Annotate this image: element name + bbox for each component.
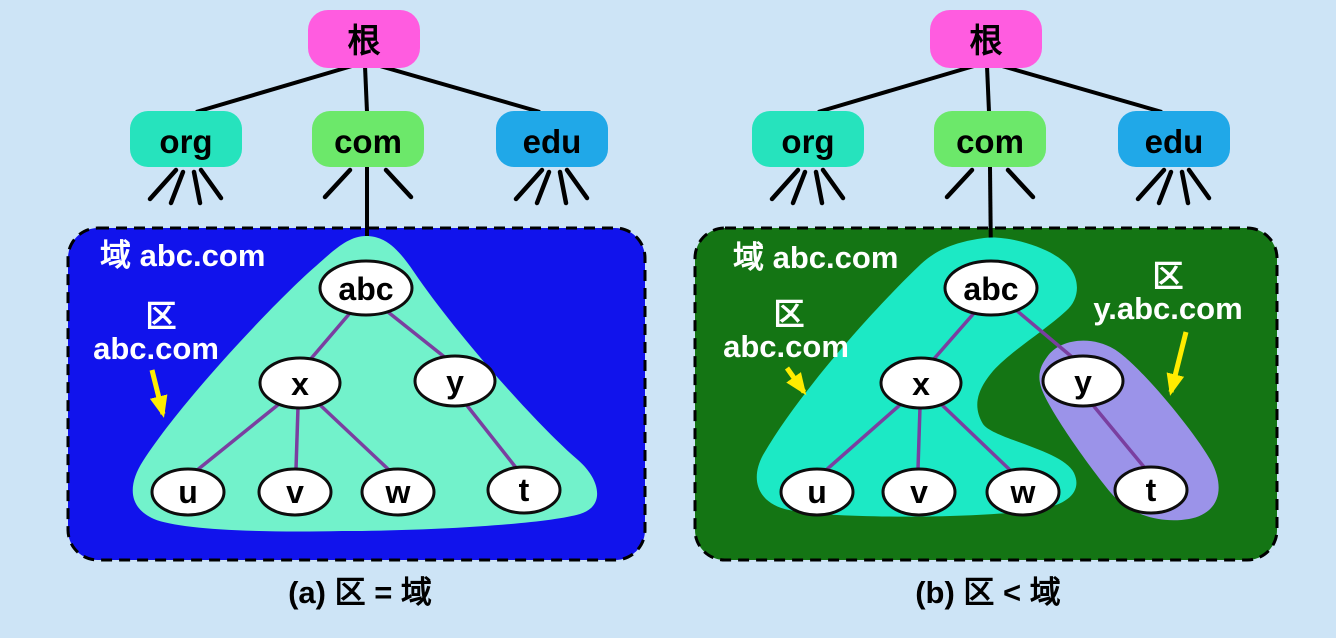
org-node-a — [130, 111, 242, 167]
edu-subtree-strokes-b — [1135, 167, 1212, 206]
com-subtree-strokes-a — [322, 167, 414, 200]
com-node-label-a: com — [334, 123, 402, 160]
panel-b: 根 org com edu abc x y u v w — [693, 10, 1279, 610]
org-node-label-a: org — [159, 123, 212, 160]
edu-node-a — [496, 111, 608, 167]
node-t-b — [1113, 465, 1189, 515]
com-node-a — [312, 111, 424, 167]
node-y-b — [1041, 354, 1125, 408]
caption-a: (a) 区 = 域 — [288, 575, 432, 610]
node-label-x-b: x — [912, 366, 930, 402]
node-abc-b — [943, 259, 1039, 317]
edge-y-t-a — [463, 401, 519, 471]
root-node-a — [308, 10, 420, 68]
zone-label-bottom-a: abc.com — [93, 331, 219, 366]
node-v-b — [881, 467, 957, 517]
node-x-a — [258, 356, 342, 410]
root-node-label-b: 根 — [970, 22, 1003, 59]
edge-abc-y-b — [1014, 308, 1074, 359]
caption-b: (b) 区 < 域 — [915, 575, 1061, 610]
edge-abc-x-b — [931, 310, 977, 362]
edu-subtree-strokes-a — [513, 167, 590, 206]
edge-root-edu-a — [379, 64, 541, 114]
node-label-v-a: v — [286, 474, 304, 510]
node-label-t-a: t — [519, 472, 530, 508]
com-subtree-strokes-b — [944, 167, 1036, 200]
node-y-a — [413, 354, 497, 408]
node-u-b — [779, 467, 855, 517]
org-node-b — [752, 111, 864, 167]
root-node-b — [930, 10, 1042, 68]
com-node-b — [934, 111, 1046, 167]
node-label-x-a: x — [291, 366, 309, 402]
zone-blob-abc-a — [132, 236, 598, 532]
com-node-label-b: com — [956, 123, 1024, 160]
org-node-label-b: org — [781, 123, 834, 160]
zone-y-label-top-b: 区 — [1153, 259, 1184, 294]
domain-label-b: 域 abc.com — [733, 240, 898, 275]
zone-abc-arrow-b — [784, 366, 807, 396]
node-v-a — [257, 467, 333, 517]
node-t-a — [486, 465, 562, 515]
edge-abc-y-a — [386, 310, 449, 361]
node-label-abc-b: abc — [963, 271, 1018, 307]
node-u-a — [150, 467, 226, 517]
edge-x-w-b — [939, 402, 1012, 472]
edge-x-u-a — [194, 402, 281, 473]
edu-node-b — [1118, 111, 1230, 167]
edge-root-org-a — [195, 64, 353, 114]
node-label-w-b: w — [1010, 474, 1036, 510]
zone-y-arrow-b — [1166, 331, 1189, 396]
node-label-u-b: u — [807, 474, 827, 510]
zone-abc-label-top-b: 区 — [774, 297, 805, 332]
panel-a: 根 org com edu abc x y u v w t — [66, 10, 647, 610]
org-subtree-strokes-a — [147, 167, 224, 206]
zone-label-top-a: 区 — [146, 299, 177, 334]
edu-node-label-a: edu — [523, 123, 582, 160]
node-label-y-b: y — [1074, 364, 1092, 400]
zone-abc-label-bottom-b: abc.com — [723, 329, 849, 364]
zone-y-label-bottom-b: y.abc.com — [1093, 291, 1242, 326]
edge-x-v-b — [916, 406, 922, 470]
edge-x-u-b — [823, 402, 903, 473]
node-label-w-a: w — [385, 474, 411, 510]
edge-root-com-a — [363, 65, 369, 113]
node-abc-a — [318, 259, 414, 317]
node-label-v-b: v — [910, 474, 928, 510]
node-label-abc-a: abc — [338, 271, 393, 307]
node-w-b — [985, 467, 1061, 517]
domain-label-a: 域 abc.com — [100, 238, 265, 273]
org-subtree-strokes-b — [769, 167, 846, 206]
node-x-b — [879, 356, 963, 410]
edge-x-w-a — [317, 402, 391, 472]
edge-y-t-b — [1090, 402, 1146, 469]
node-label-u-a: u — [178, 474, 198, 510]
edge-abc-x-a — [307, 311, 352, 363]
node-w-a — [360, 467, 436, 517]
node-label-t-b: t — [1146, 472, 1157, 508]
edge-x-v-a — [294, 406, 300, 470]
edu-node-label-b: edu — [1145, 123, 1204, 160]
root-node-label-a: 根 — [348, 22, 381, 59]
edge-root-com-b — [985, 65, 991, 113]
edge-root-org-b — [817, 64, 975, 114]
node-label-y-a: y — [446, 364, 464, 400]
zone-arrow-a — [149, 369, 168, 418]
edge-root-edu-b — [1001, 64, 1163, 114]
